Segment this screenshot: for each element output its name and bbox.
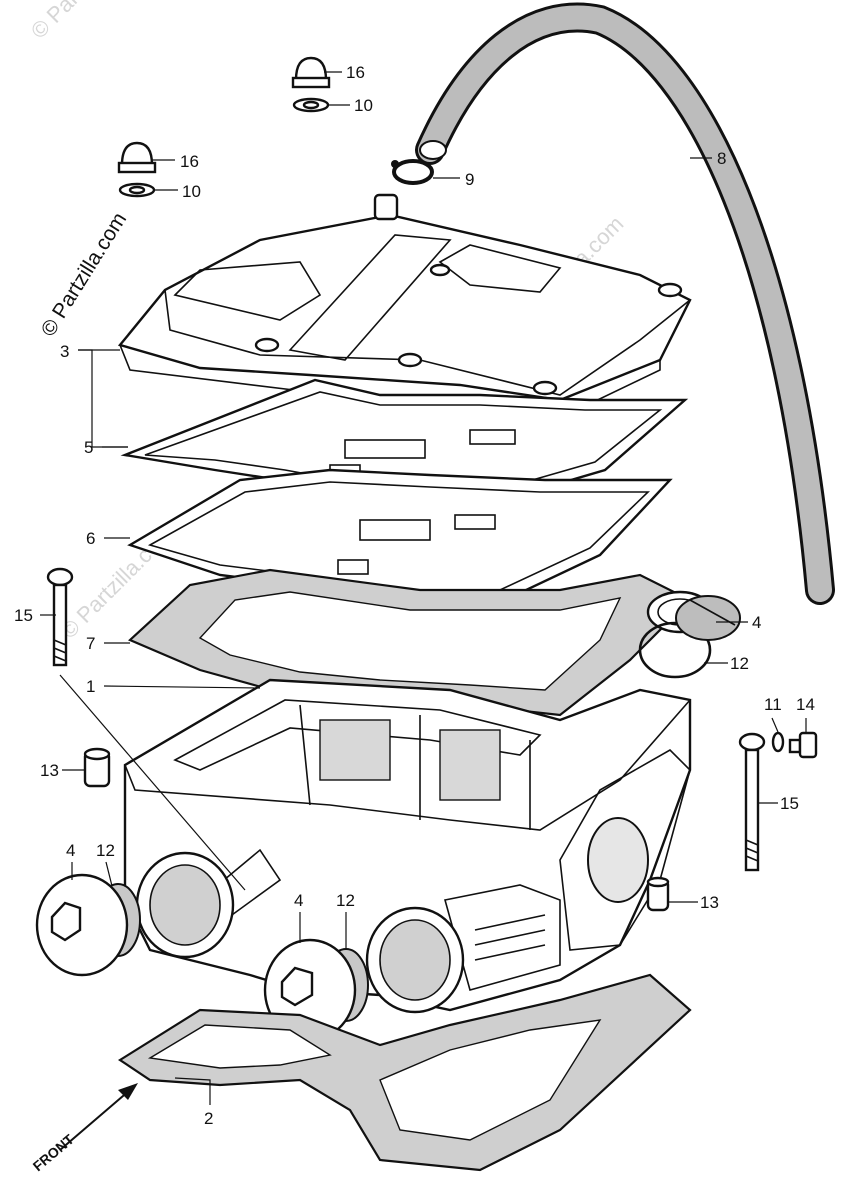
callout-7: 7 (86, 634, 95, 653)
head-gasket-upper-icon[interactable] (128, 568, 714, 717)
cylinder-head-icon[interactable] (123, 678, 692, 1012)
callout-16-left: 16 (180, 152, 199, 171)
dowel-pin-left-icon[interactable] (83, 747, 111, 788)
washer-left-icon[interactable] (118, 182, 156, 198)
plug-right-icon[interactable] (675, 595, 741, 641)
callout-10-upper: 10 (354, 96, 373, 115)
head-cover-icon[interactable] (117, 193, 692, 419)
callout-13-right: 13 (700, 893, 719, 912)
cap-nut-left-icon[interactable] (117, 141, 157, 174)
plug-left-icon[interactable] (35, 873, 129, 977)
copyright-text: © Partzilla.com (37, 208, 131, 340)
front-label: FRONT (30, 1131, 78, 1175)
intake-port-right-icon (365, 906, 465, 1014)
callout-2: 2 (204, 1109, 213, 1128)
dowel-pin-right-icon[interactable] (646, 876, 670, 912)
front-arrow-icon (59, 1083, 138, 1151)
bolt-right-icon[interactable] (738, 732, 766, 872)
oil-check-bolt-icon[interactable] (788, 731, 818, 759)
callout-9: 9 (465, 170, 474, 189)
sealing-washer-icon[interactable] (771, 731, 785, 753)
breather-hose-icon[interactable] (415, 2, 835, 605)
cover-gasket-upper-icon[interactable] (120, 378, 689, 502)
washer-upper-icon[interactable] (292, 97, 330, 113)
callout-14: 14 (796, 695, 815, 714)
callout-5: 5 (84, 438, 93, 457)
callout-10-left: 10 (182, 182, 201, 201)
callout-13-left: 13 (40, 761, 59, 780)
callout-6: 6 (86, 529, 95, 548)
hose-clip-icon[interactable] (391, 159, 434, 185)
callout-numbers: 16 10 16 10 9 8 3 5 6 15 7 4 12 1 11 14 … (14, 63, 815, 1128)
callout-12-right: 12 (730, 654, 749, 673)
callout-15-right: 15 (780, 794, 799, 813)
callout-3: 3 (60, 342, 69, 361)
callout-4-right: 4 (752, 613, 761, 632)
callout-4-mid: 4 (294, 891, 303, 910)
callout-16-upper: 16 (346, 63, 365, 82)
callout-1: 1 (86, 677, 95, 696)
leader-lines (40, 71, 807, 1105)
intake-port-left-icon (135, 851, 235, 959)
watermark-top: © Partzilla.com (26, 0, 149, 44)
callout-12-mid: 12 (336, 891, 355, 910)
callout-8: 8 (717, 149, 726, 168)
callout-4-left: 4 (66, 841, 75, 860)
callout-15-left: 15 (14, 606, 33, 625)
callout-11: 11 (764, 695, 782, 714)
bolt-left-icon[interactable] (46, 567, 74, 667)
cap-nut-upper-icon[interactable] (291, 56, 331, 89)
o-ring-right-icon[interactable] (638, 621, 712, 679)
head-gasket-lower-icon[interactable] (117, 973, 692, 1172)
callout-12-left: 12 (96, 841, 115, 860)
